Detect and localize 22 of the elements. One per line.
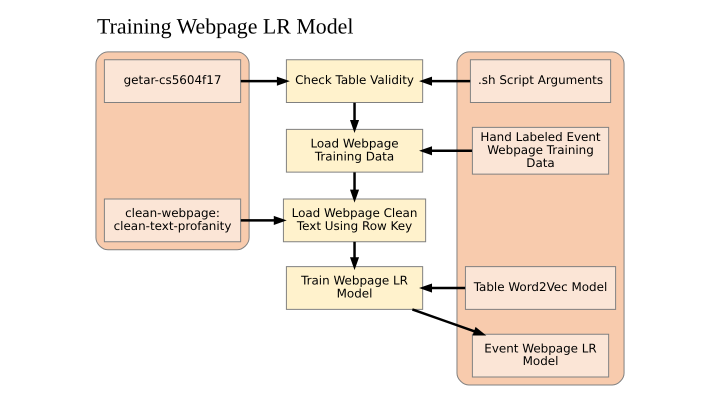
arrow	[350, 172, 360, 203]
node-box: Event Webpage LR Model	[472, 334, 610, 378]
arrow	[350, 242, 360, 270]
node-box: .sh Script Arguments	[470, 59, 612, 104]
cluster	[95, 51, 250, 250]
arrow	[240, 216, 287, 225]
arrow	[412, 308, 486, 336]
arrow	[419, 76, 470, 86]
diagram-title: Training Webpage LR Model	[97, 14, 354, 39]
cluster	[456, 51, 625, 386]
node-box: Check Table Validity	[286, 59, 424, 104]
arrow	[350, 102, 360, 134]
arrow	[419, 284, 466, 293]
node-box: clean-webpage: clean-text-profanity	[104, 198, 242, 242]
node-box: Load Webpage Clean Text Using Row Key	[282, 198, 426, 242]
node-box: Table Word2Vec Model	[464, 266, 616, 310]
node-box: Load Webpage Training Data	[286, 128, 424, 173]
arrow	[419, 146, 472, 156]
node-box: Hand Labeled Event Webpage Training Data	[472, 126, 610, 175]
node-box: getar-cs5604f17	[104, 59, 242, 104]
node-box: Train Webpage LR Model	[286, 266, 424, 310]
arrow	[240, 76, 290, 86]
